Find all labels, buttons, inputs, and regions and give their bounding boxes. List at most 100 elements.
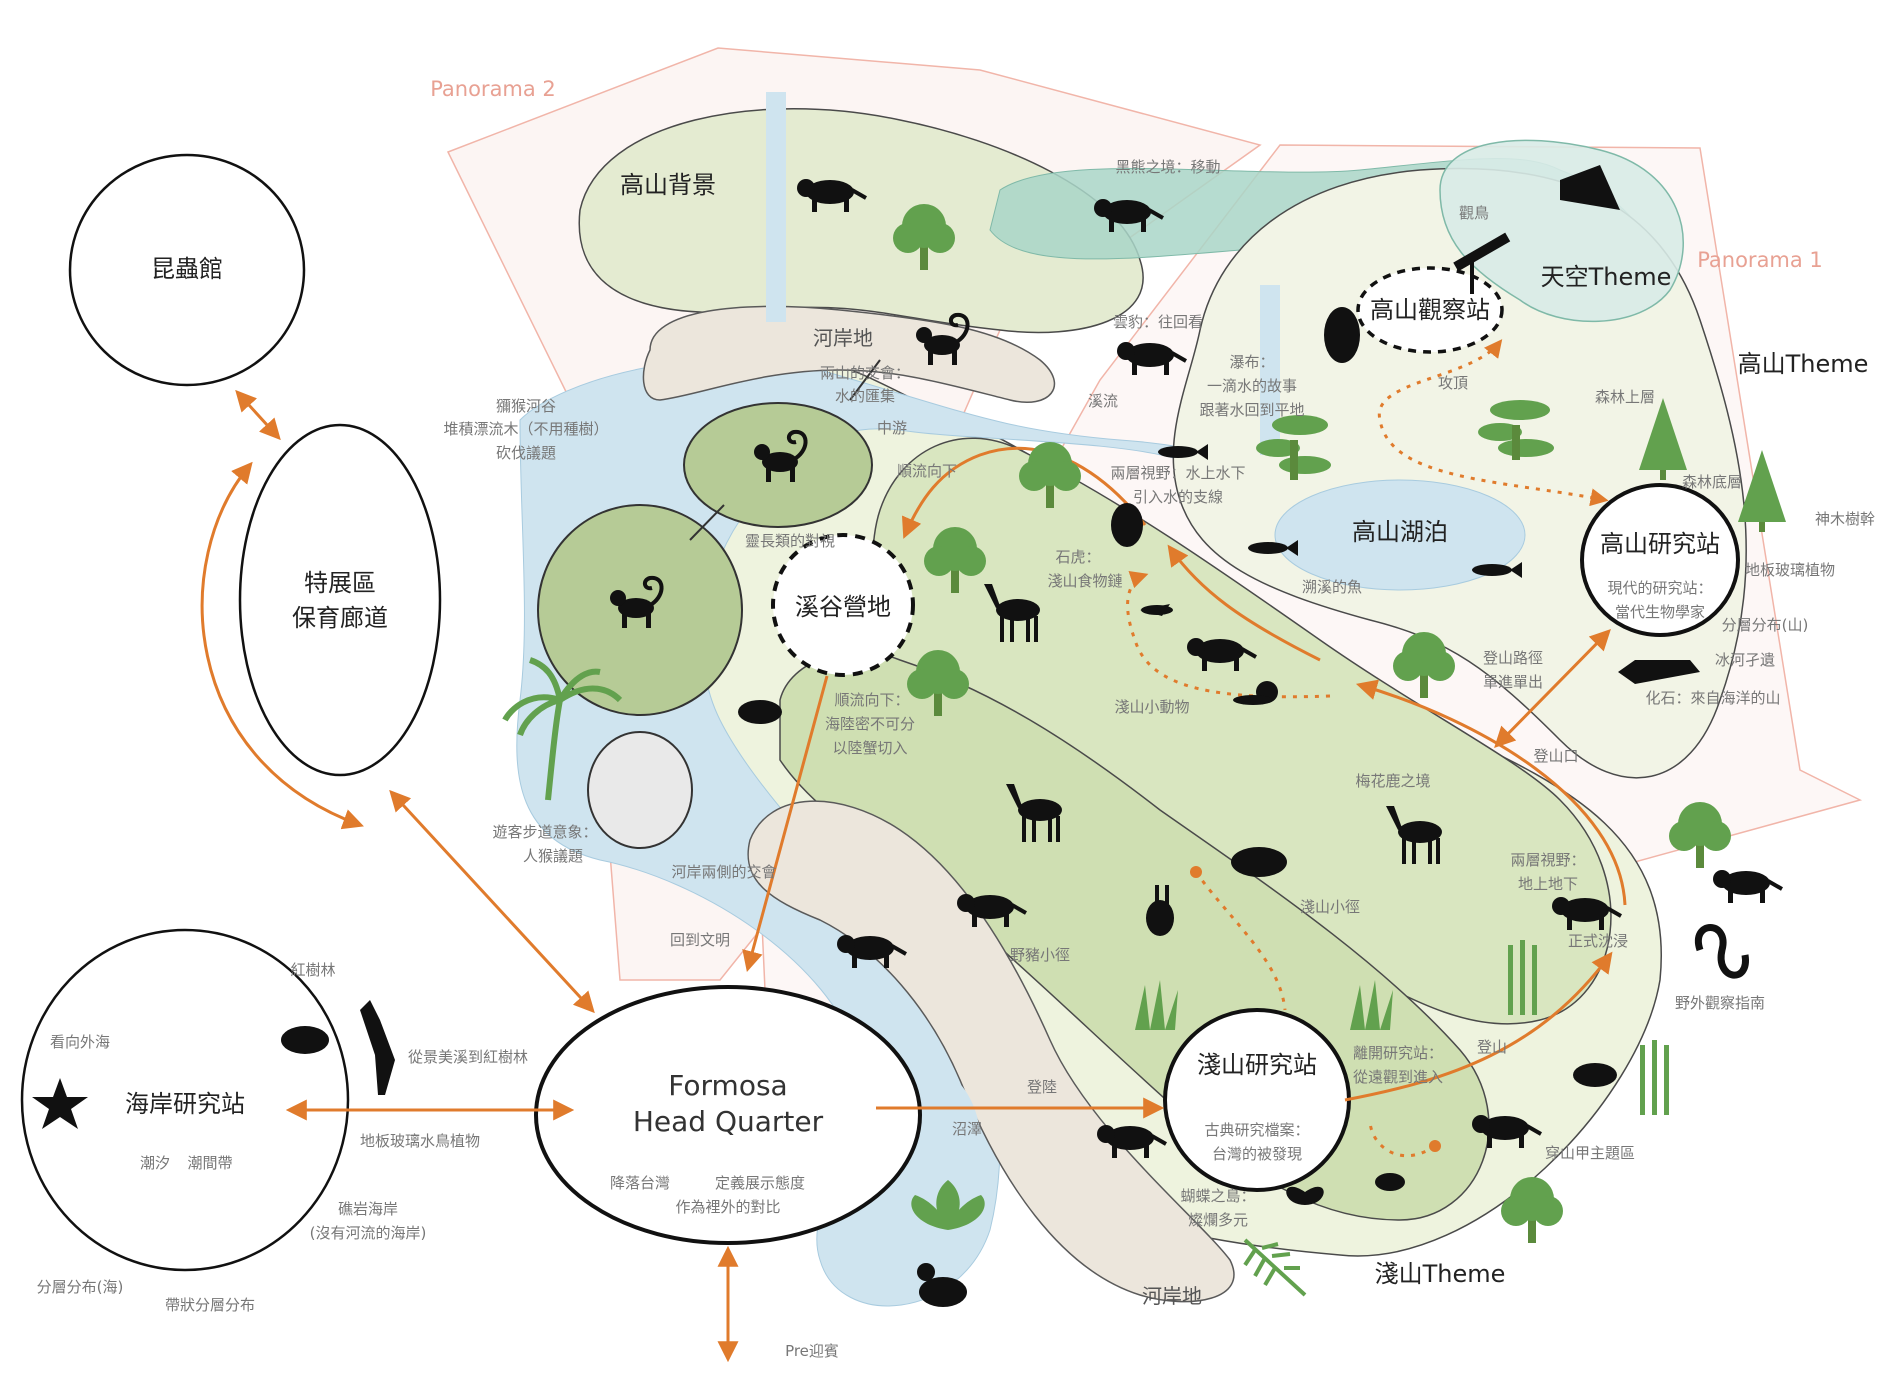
label-sea-land-3: 以陸蟹切入 [832,739,907,757]
label-two-mountains-2: 水的匯集 [835,387,895,405]
label-two-layer-1: 兩層視野：水上水下 [1110,464,1245,482]
label-cat-2: 淺山食物鏈 [1047,572,1122,590]
valley-camp-circle[interactable] [771,533,915,677]
high-theme-label: 高山Theme [1738,350,1869,378]
arrow-trailhead-highstation [1494,629,1611,748]
label-forest-upper: 森林上層 [1595,388,1655,406]
dotted-leave [1368,1119,1436,1158]
telescope-stand [1470,260,1474,294]
archive-2: 台灣的被發現 [1212,1145,1302,1163]
label-scenic-mangrove: 從景美溪到紅樹林 [408,1048,528,1066]
hq-sub-1: 降落台灣 [610,1174,670,1192]
label-path-2: 人猴議題 [523,847,583,865]
crab-icon [281,1026,329,1054]
label-pangolin: 穿山甲主題區 [1545,1144,1635,1162]
label-climb: 登山 [1477,1038,1507,1056]
dotted-small-animals [1126,571,1331,699]
label-sacred-tree: 神木樹幹 [1815,510,1875,528]
label-waterfall-2: 一滴水的故事 [1207,377,1297,395]
label-sea-land-1: 順流向下： [834,691,909,709]
label-forest-floor: 森林底層 [1682,473,1742,491]
shallow-station-circle[interactable] [1163,1008,1351,1192]
label-butterfly-2: 燦爛多元 [1188,1211,1248,1229]
label-two-view-2: 地上地下 [1518,875,1578,893]
arrow-camp-hq [742,675,829,973]
shallow-theme-label: 淺山Theme [1375,1260,1506,1288]
label-marsh: 沼澤 [952,1120,982,1138]
palm-tree-icon [502,657,623,801]
fox-icon [1711,868,1784,905]
label-leave-1: 離開研究站： [1353,1044,1443,1062]
panorama-2-label: Panorama 2 [430,77,556,101]
arrow-insect-special [235,389,281,441]
label-look-sea: 看向外海 [50,1033,110,1051]
high-station-circle[interactable] [1580,483,1740,637]
label-both-banks: 河岸兩側的交會 [671,863,776,881]
grass-icon [1135,980,1393,1030]
bonsai-icon [1256,415,1331,480]
duck-icon [919,1277,967,1307]
zone-riverbank-bottom-label: 河岸地 [1142,1284,1202,1308]
arrow-trail-cat [1167,544,1321,662]
arrow-special-hq [389,789,595,1014]
label-floor-glass-birds: 地板玻璃水鳥植物 [360,1132,480,1150]
label-pre-welcome: Pre迎賓 [785,1342,839,1360]
zone-riverbank-top [642,305,1056,403]
label-fish-up: 溯溪的魚 [1302,578,1362,596]
special-exhibit-circle[interactable] [238,423,442,777]
label-downstream: 順流向下 [897,462,957,480]
label-summit: 攻頂 [1438,374,1468,392]
hq-label-2: Head Quarter [633,1105,824,1138]
label-leave-2: 從遠觀到進入 [1353,1068,1443,1086]
dotted-paths [1126,339,1609,1158]
fish-fossil-icon [1618,660,1700,684]
label-band-layer: 帶狀分層分布 [165,1296,255,1314]
zone-high-bg-label: 高山背景 [620,171,716,199]
high-observatory-label: 高山觀察站 [1370,296,1490,324]
label-primate: 靈長類的對視 [745,532,835,550]
label-leopard: 雲豹：往回看 [1113,313,1203,331]
bonsai-icon [1478,400,1554,460]
label-layer-sea: 分層分布(海) [37,1278,124,1296]
label-two-mountains-1: 兩山的交會： [820,364,910,382]
label-path-1: 遊客步道意象： [492,823,597,841]
high-observatory-circle[interactable] [1356,266,1504,354]
arrow-shallow-immersion [1344,951,1613,1102]
lotus-icon [911,1180,985,1230]
zone-high-lake [1274,479,1526,591]
label-sea-land-2: 海陸密不可分 [825,715,915,733]
label-field-guide: 野外觀察指南 [1675,994,1765,1012]
owl-icon [1324,307,1360,363]
waterfall-channel [1260,285,1280,455]
zone-riverbank-top-label: 河岸地 [813,326,873,350]
label-sika: 梅花鹿之境 [1355,772,1430,790]
label-midstream: 中游 [877,419,907,437]
modern-2: 當代生物學家 [1615,603,1705,621]
egret-icon [360,1000,395,1095]
upstream-channel [766,92,786,322]
rabbit-icon [1146,900,1174,936]
special-exhibit-label-1: 特展區 [304,569,376,597]
label-two-view-1: 兩層視野： [1510,851,1585,869]
cat-icon [1111,503,1143,547]
label-glacier: 冰河孑遺 [1715,651,1775,669]
shallow-station-label: 淺山研究站 [1197,1051,1317,1079]
insect-hall-circle[interactable] [68,153,306,387]
insect-hall-label: 昆蟲館 [151,255,223,283]
label-back-civ: 回到文明 [670,931,730,949]
butterfly-icon [1286,1186,1324,1205]
arrow-immersion-trail [1355,679,1627,906]
sky-theme-region [1439,139,1684,323]
label-small-animals: 淺山小動物 [1114,698,1189,716]
panorama-1-label: Panorama 1 [1697,248,1823,272]
special-exhibit-label-2: 保育廊道 [292,604,388,632]
label-fossil: 化石：來自海洋的山 [1645,689,1780,707]
label-bear: 黑熊之境：移動 [1115,158,1220,176]
telescope-icon [1453,232,1511,272]
label-immersion: 正式沈浸 [1568,932,1628,950]
visitor-path-zone [587,731,693,849]
label-floor-glass-plants: 地板玻璃植物 [1745,561,1835,579]
hq-sub-2: 定義展示態度 [715,1174,805,1192]
